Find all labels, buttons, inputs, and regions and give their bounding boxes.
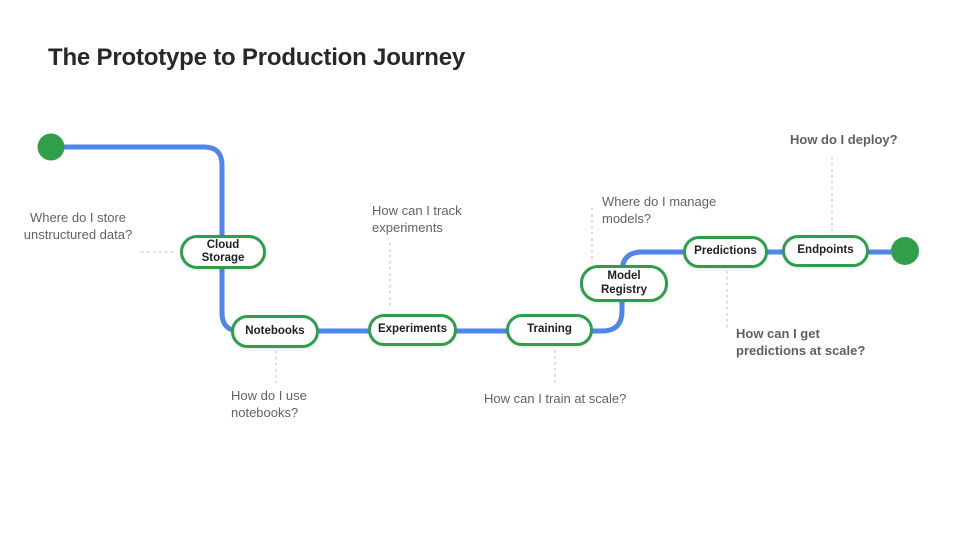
- question-predictions-at-scale: How can I get predictions at scale?: [736, 326, 866, 358]
- node-endpoints: Endpoints: [782, 235, 869, 267]
- node-label: Endpoints: [797, 244, 854, 257]
- start-terminal-dot: [37, 133, 65, 161]
- node-predictions: Predictions: [683, 236, 768, 268]
- node-cloud-storage: Cloud Storage: [180, 235, 266, 269]
- question-store-unstructured-data: Where do I store unstructured data?: [23, 210, 133, 242]
- node-label: Experiments: [377, 323, 448, 336]
- node-notebooks: Notebooks: [231, 315, 319, 348]
- node-training: Training: [506, 314, 593, 346]
- node-label: Predictions: [694, 245, 757, 258]
- question-manage-models: Where do I manage models?: [602, 194, 717, 226]
- node-label: Notebooks: [245, 324, 305, 337]
- node-label: Cloud Storage: [201, 238, 245, 265]
- question-use-notebooks: How do I use notebooks?: [231, 388, 307, 420]
- node-experiments: Experiments: [368, 314, 457, 346]
- question-track-experiments: How can I track experiments: [372, 203, 462, 235]
- end-terminal-dot: [891, 237, 919, 265]
- question-deploy: How do I deploy?: [790, 132, 898, 147]
- page-title: The Prototype to Production Journey: [48, 44, 466, 71]
- node-model-registry: Model Registry: [580, 265, 668, 302]
- connector-group: [141, 157, 833, 386]
- journey-path: [48, 144, 907, 334]
- question-train-at-scale: How can I train at scale?: [484, 391, 627, 406]
- node-label: Model Registry: [600, 270, 648, 296]
- node-label: Training: [527, 323, 572, 336]
